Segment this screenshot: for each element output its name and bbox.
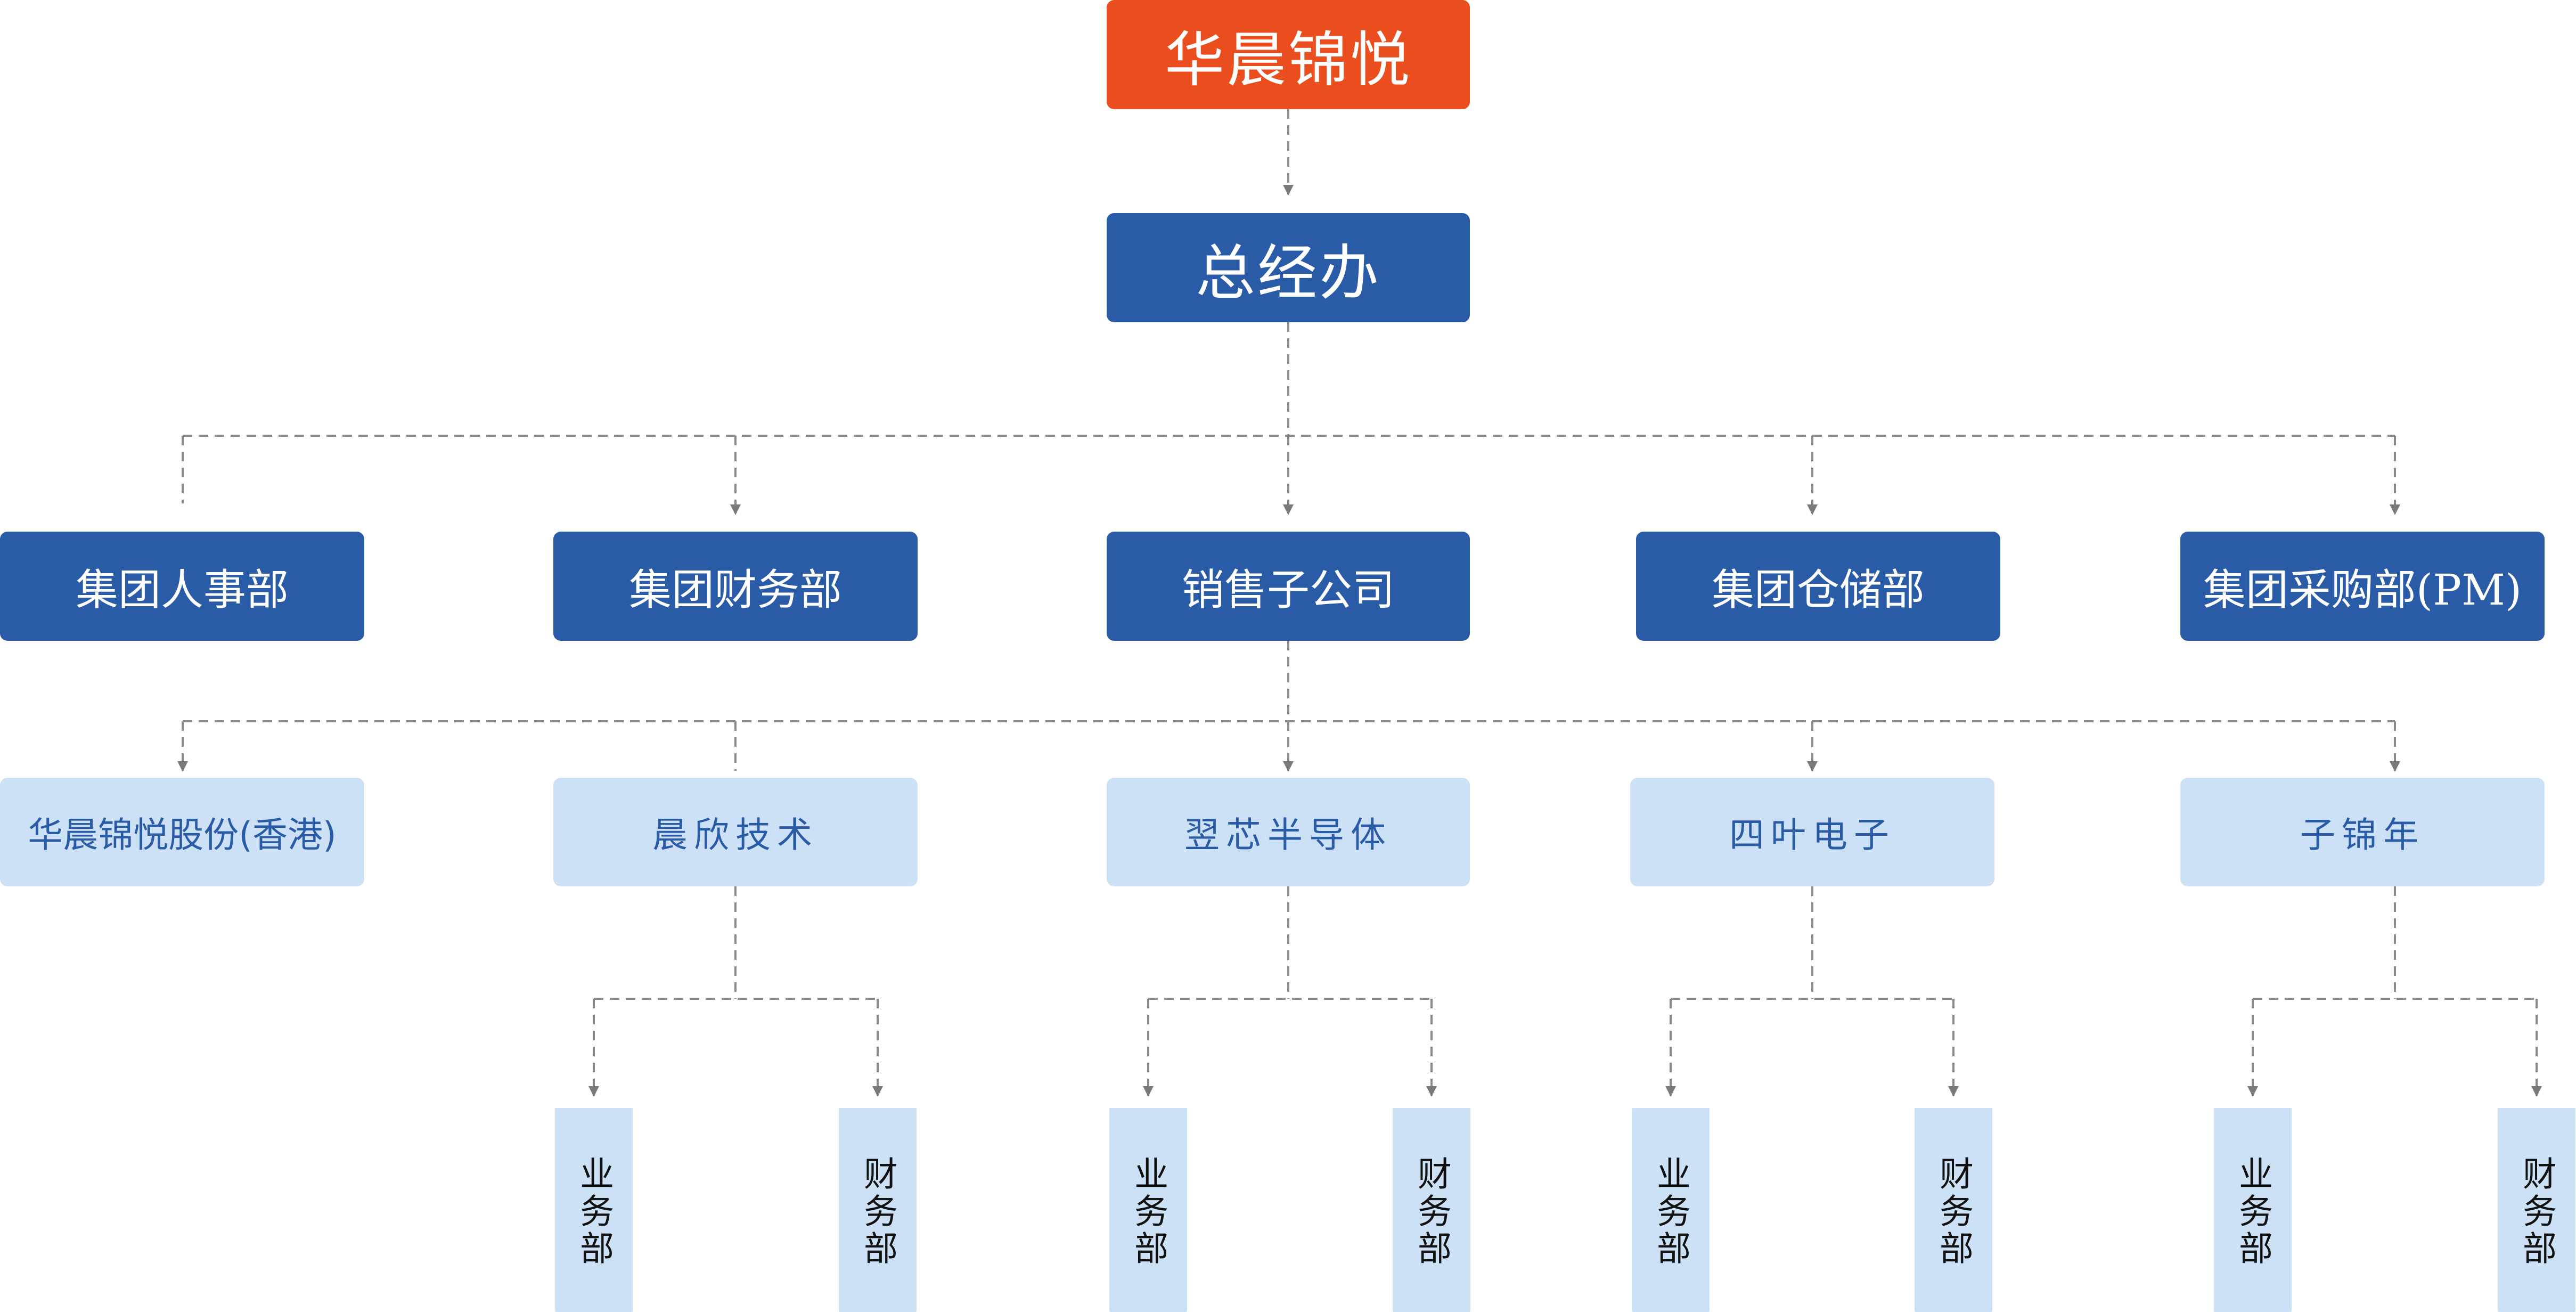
unit-finance-node: 财务部 [1915, 1108, 1992, 1312]
dept-finance-node: 集团财务部 [553, 532, 918, 641]
unit-business-node: 业务部 [555, 1108, 633, 1312]
general-office-node: 总经办 [1107, 213, 1470, 322]
subsidiary-chenxin-node: 晨欣技术 [553, 778, 918, 886]
dept-sales-node: 销售子公司 [1107, 532, 1470, 641]
unit-business-node: 业务部 [2214, 1108, 2292, 1312]
dept-purchase-node: 集团采购部(PM) [2180, 532, 2545, 641]
unit-finance-node: 财务部 [1393, 1108, 1470, 1312]
root-node: 华晨锦悦 [1107, 0, 1470, 109]
unit-business-node: 业务部 [1632, 1108, 1710, 1312]
dept-hr-node: 集团人事部 [0, 532, 364, 641]
subsidiary-siye-node: 四叶电子 [1630, 778, 1994, 886]
unit-finance-node: 财务部 [839, 1108, 917, 1312]
subsidiary-yixin-node: 翌芯半导体 [1107, 778, 1470, 886]
unit-finance-node: 财务部 [2498, 1108, 2575, 1312]
dept-warehouse-node: 集团仓储部 [1636, 532, 2000, 641]
subsidiary-hk-node: 华晨锦悦股份(香港) [0, 778, 364, 886]
subsidiary-zijinnian-node: 子锦年 [2180, 778, 2545, 886]
unit-business-node: 业务部 [1109, 1108, 1187, 1312]
